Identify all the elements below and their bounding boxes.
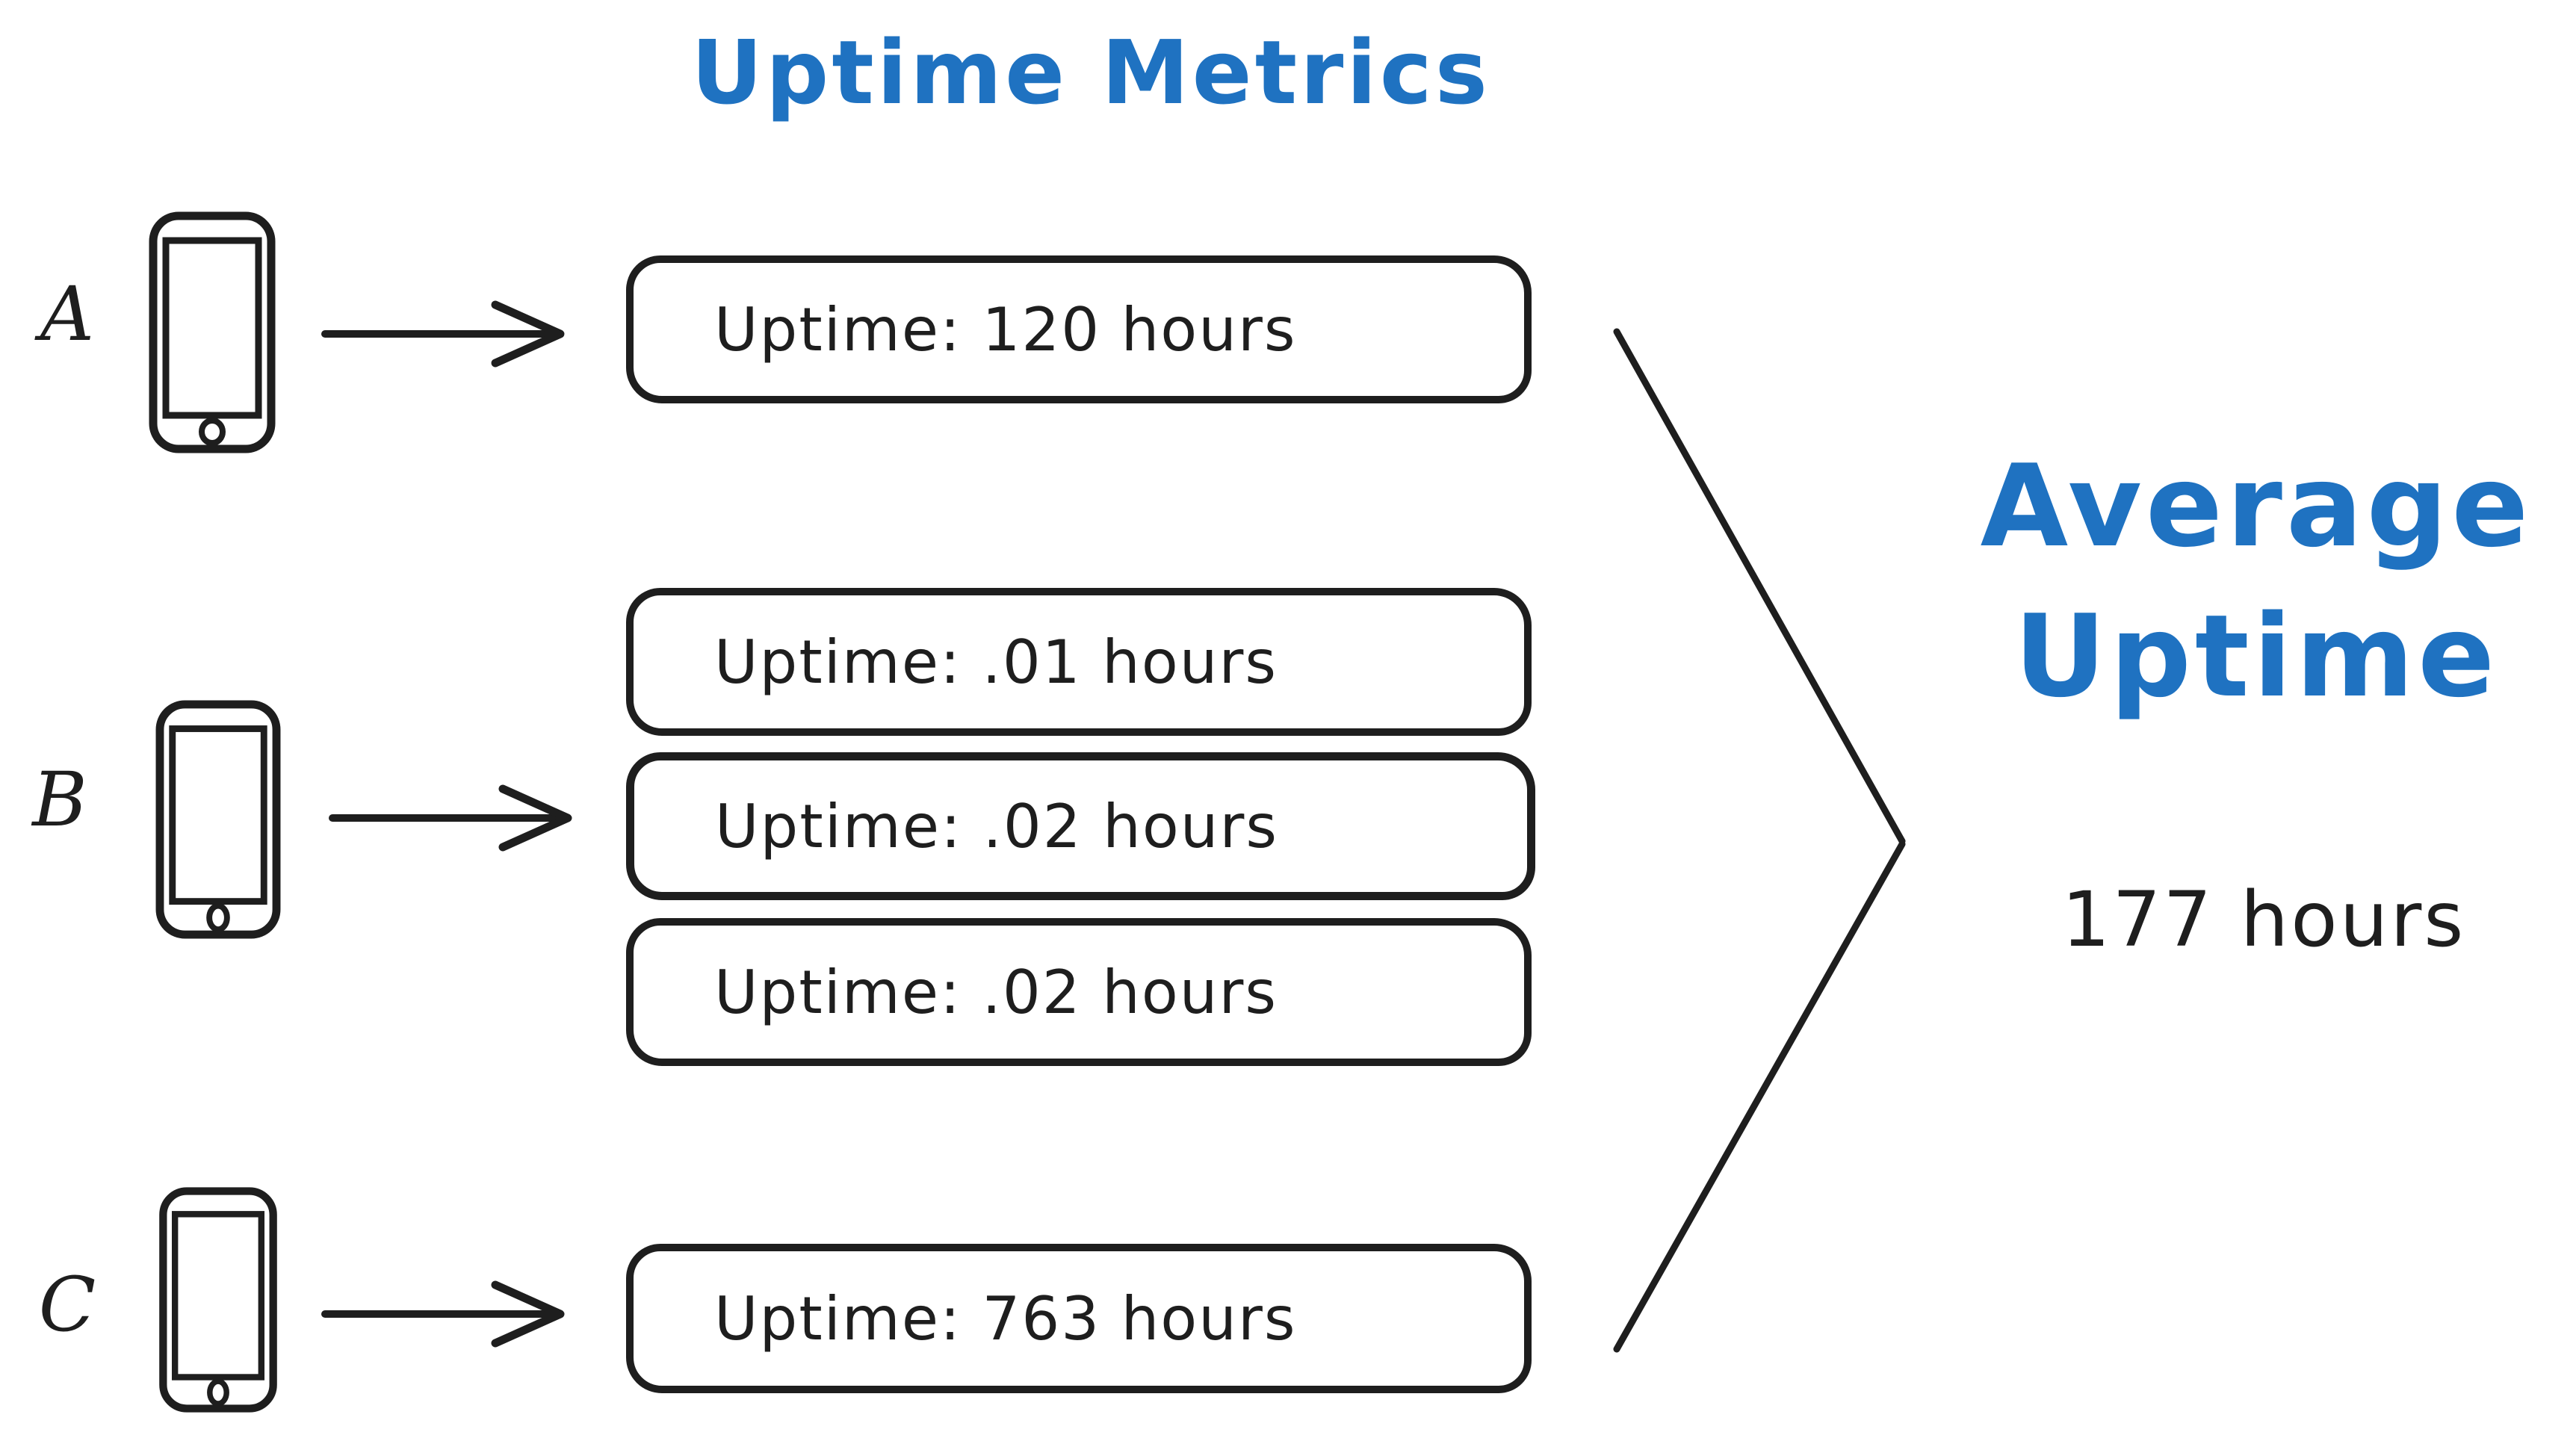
- average-uptime-heading-line2: Uptime: [2013, 589, 2499, 722]
- device-c-smartphone-icon: [159, 1187, 277, 1413]
- uptime-box-b1: Uptime: .01 hours: [626, 588, 1532, 736]
- uptime-box-a1-text: Uptime: 120 hours: [714, 294, 1297, 365]
- uptime-box-a1: Uptime: 120 hours: [626, 255, 1532, 403]
- uptime-box-c1-text: Uptime: 763 hours: [714, 1283, 1297, 1354]
- uptime-box-b3: Uptime: .02 hours: [626, 918, 1532, 1066]
- average-uptime-heading: Average Uptime: [1942, 432, 2570, 731]
- device-b-label: B: [32, 756, 87, 843]
- uptime-box-b1-text: Uptime: .01 hours: [714, 627, 1278, 697]
- uptime-box-c1: Uptime: 763 hours: [626, 1244, 1532, 1393]
- device-a-smartphone-icon: [149, 211, 276, 453]
- uptime-box-b2-text: Uptime: .02 hours: [715, 791, 1279, 861]
- device-b-smartphone-icon: [155, 700, 281, 939]
- diagram-title: Uptime Metrics: [691, 21, 1490, 124]
- device-c-label: C: [38, 1261, 96, 1348]
- uptime-box-b3-text: Uptime: .02 hours: [714, 957, 1278, 1027]
- merge-chevron-icon: [1613, 328, 1906, 1353]
- average-uptime-value: 177 hours: [2061, 876, 2466, 964]
- device-b-arrow-icon: [329, 784, 572, 852]
- device-c-arrow-icon: [321, 1280, 565, 1348]
- device-a-arrow-icon: [321, 300, 565, 368]
- average-uptime-heading-line1: Average: [1980, 440, 2533, 572]
- device-a-label: A: [40, 270, 95, 358]
- uptime-box-b2: Uptime: .02 hours: [626, 752, 1535, 900]
